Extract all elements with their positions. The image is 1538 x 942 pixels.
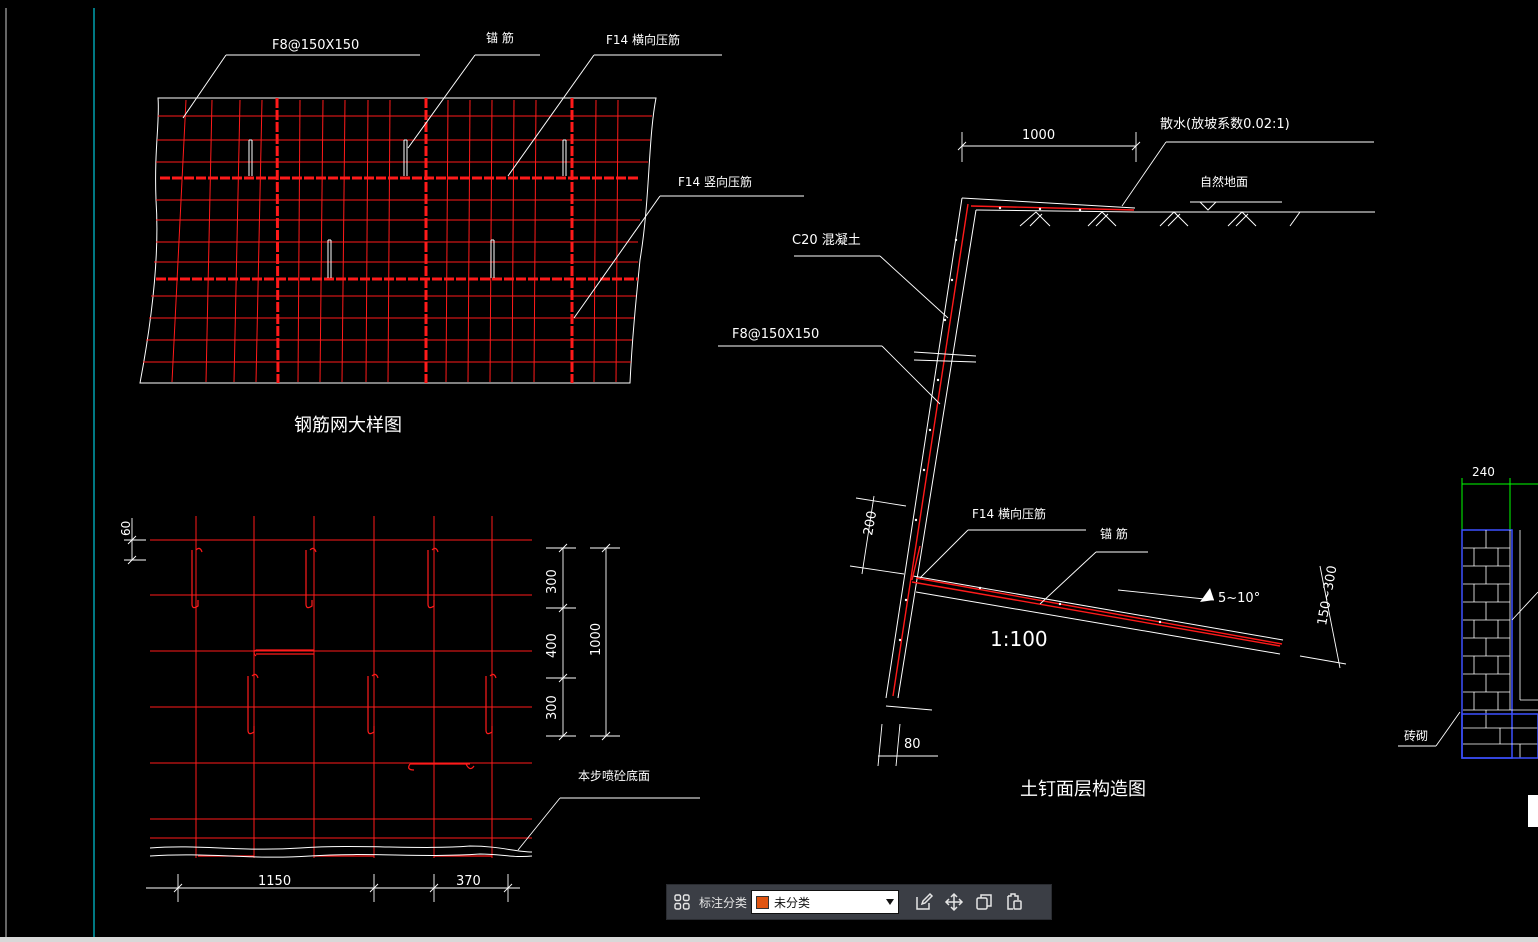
copy-icon [976, 894, 992, 910]
dim-370: 370 [456, 874, 481, 889]
mesh-title: 钢筋网大样图 [294, 415, 402, 436]
paste-icon [1007, 893, 1022, 910]
nail-f8-label: F8@150X150 [732, 327, 819, 342]
brick-detail: 240 砖砌 [1398, 465, 1538, 827]
edit-icon [916, 892, 934, 910]
plan-anchor-hooks [191, 547, 497, 857]
nail-wall-rebar [892, 203, 1283, 697]
mesh-anchor-hooks [248, 139, 567, 278]
mesh-outline [139, 97, 657, 384]
move-button[interactable] [939, 887, 969, 917]
plan-bottom-surface [149, 845, 533, 853]
dim-240: 240 [1472, 465, 1495, 479]
category-label: 标注分类 [699, 895, 748, 910]
nail-anchor-label: 锚 筋 [1100, 526, 1128, 541]
edit-button[interactable] [909, 887, 939, 917]
paste-button[interactable] [999, 887, 1029, 917]
plan-grid-vertical [195, 516, 493, 858]
dim-300b: 300 [545, 695, 560, 720]
soil-nail-section: 1000 散水(放坡系数0.02:1) 自然地面 C20 混凝土 F8@150X… [718, 117, 1375, 800]
copy-button[interactable] [969, 887, 999, 917]
grid-icon-button[interactable] [667, 887, 697, 917]
plan-bottom-surface-2 [149, 853, 533, 858]
category-color-swatch [756, 895, 770, 909]
annotation-toolbar: 标注分类 未分类 [666, 884, 1052, 920]
nail-ground-hatch [1019, 201, 1301, 227]
dim-80: 80 [904, 737, 921, 752]
plan-dimensions [124, 518, 700, 902]
mesh-plan-drawing: 60 300 400 300 1000 本步喷砼底面 1150 370 [119, 516, 700, 902]
mesh-pressure-bars [156, 97, 640, 384]
nail-title: 土钉面层构造图 [1020, 779, 1146, 800]
dim-1150: 1150 [258, 874, 291, 889]
dim-200: 200 [861, 510, 880, 537]
angle-arrow [1200, 588, 1214, 602]
mesh-detail-drawing: F8@150X150 锚 筋 F14 横向压筋 F14 竖向压筋 钢筋网大样图 [139, 30, 804, 436]
dim-1000-vertical: 1000 [589, 623, 604, 656]
category-value: 未分类 [774, 895, 811, 910]
mesh-label-anchor: 锚 筋 [486, 30, 514, 45]
nail-dimensions [718, 132, 1374, 767]
mesh-label-f14h: F14 横向压筋 [606, 32, 680, 47]
ratio-label: 1:100 [990, 627, 1048, 651]
bottom-bar [0, 937, 1538, 942]
dim-300a: 300 [545, 569, 560, 594]
mesh-label-f8: F8@150X150 [272, 38, 359, 53]
chevron-down-icon [886, 899, 895, 905]
brick-label: 砖砌 [1404, 728, 1428, 743]
grid-icon [674, 894, 690, 910]
dim-400: 400 [545, 633, 560, 658]
angle-label: 5~10° [1218, 591, 1260, 606]
mesh-leaders [182, 54, 804, 319]
move-icon [944, 892, 964, 912]
dim-1000-top: 1000 [1022, 128, 1055, 143]
dim-60: 60 [119, 521, 133, 536]
plan-grid-horizontal [150, 539, 532, 839]
mesh-label-f14v: F14 竖向压筋 [678, 174, 752, 189]
brick-courses [1463, 530, 1538, 758]
nail-f14h-label: F14 横向压筋 [972, 506, 1046, 521]
slope-note: 散水(放坡系数0.02:1) [1160, 117, 1290, 132]
ground-label: 自然地面 [1200, 174, 1248, 189]
c20-label: C20 混凝土 [792, 232, 861, 248]
nail-wall-outline [885, 197, 1375, 711]
concrete-aggregate [898, 206, 1162, 642]
category-select[interactable]: 未分类 [751, 890, 900, 914]
plan-bottom-note: 本步喷砼底面 [578, 768, 650, 783]
